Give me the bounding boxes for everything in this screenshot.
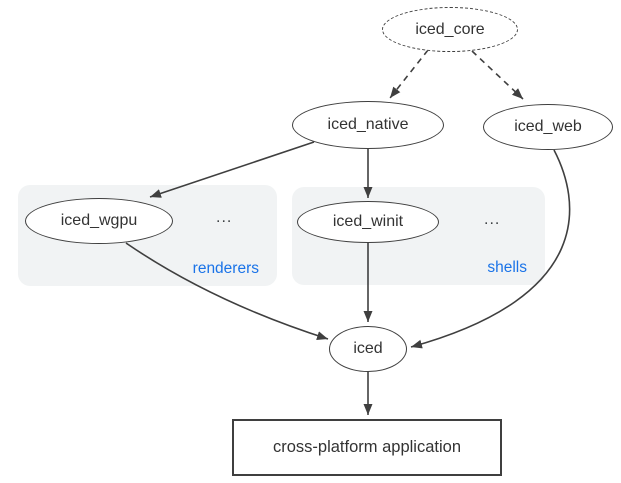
group-label-shells: shells [487, 259, 527, 276]
edge-iced-core-to-iced-native [389, 49, 429, 99]
node-iced-core: iced_core [382, 7, 518, 52]
node-iced-native-label: iced_native [327, 116, 409, 133]
node-iced-winit-label: iced_winit [332, 213, 404, 230]
node-iced-core-label: iced_core [415, 20, 485, 38]
node-iced: iced [329, 326, 407, 372]
shells-ellipsis: ... [484, 211, 501, 228]
node-app-label: cross-platform application [273, 438, 461, 456]
node-iced-web-label: iced_web [514, 118, 582, 135]
node-iced-wgpu: iced_wgpu [25, 198, 173, 244]
renderers-ellipsis: ... [216, 209, 233, 226]
node-iced-wgpu-label: iced_wgpu [60, 212, 138, 229]
node-cross-platform-application: cross-platform application [232, 419, 502, 476]
node-iced-native: iced_native [292, 101, 444, 149]
node-iced-label: iced [353, 340, 383, 357]
node-iced-web: iced_web [483, 104, 613, 150]
node-iced-winit: iced_winit [297, 201, 439, 243]
group-label-renderers: renderers [192, 260, 259, 277]
edge-iced-core-to-iced-web [471, 50, 524, 100]
